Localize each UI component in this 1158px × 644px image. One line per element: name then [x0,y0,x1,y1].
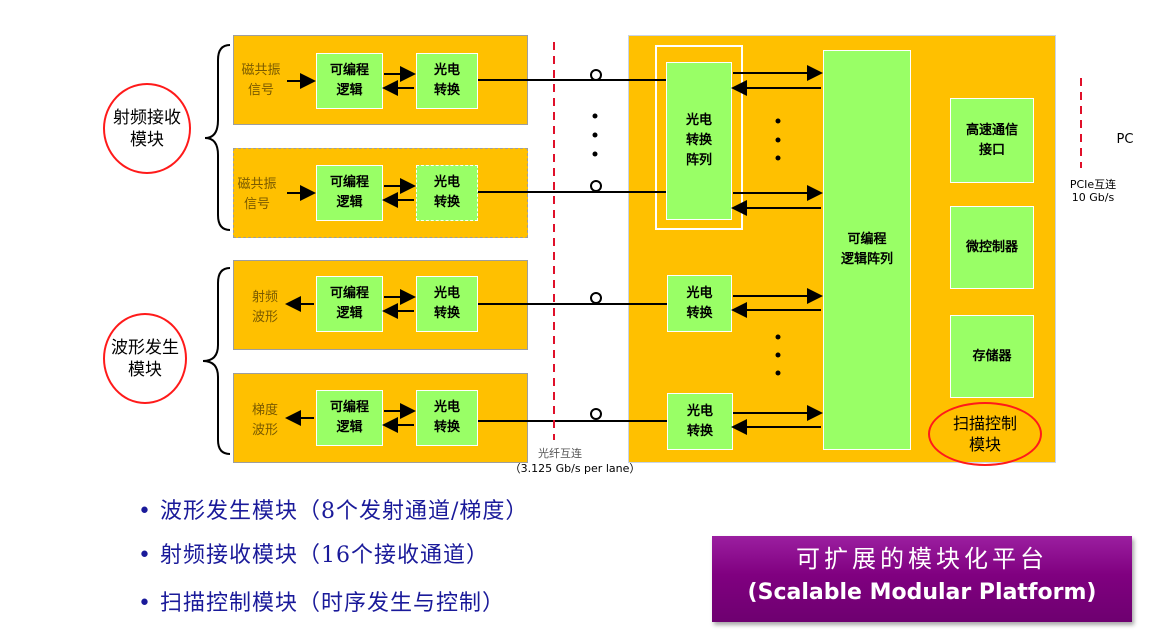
brace-waveform [202,267,231,455]
scan-control-module-label: 扫描控制 模块 [928,402,1042,466]
oe-converter-rx1: 光电 转换 [416,53,478,109]
signal-label-mr-2: 磁共振 信号 [237,177,277,212]
oe-converter-tx1: 光电 转换 [667,275,732,332]
oe-converter-grad: 光电 转换 [416,390,478,446]
pcie-label: PCIe互连 [1069,178,1117,191]
programmable-logic-grad: 可编程 逻辑 [316,390,383,446]
oe-array-frame [655,45,743,230]
bullet-receive: • 射频接收模块（16个接收通道） [138,543,489,568]
oe-converter-rf: 光电 转换 [416,276,478,332]
oe-converter-tx2: 光电 转换 [667,393,733,450]
high-speed-interface: 高速通信 接口 [950,98,1034,183]
pcie-rate: 10 Gb/s [1071,191,1115,204]
platform-banner: 可扩展的模块化平台 (Scalable Modular Platform) [712,536,1132,622]
bullet-waveform: • 波形发生模块（8个发射通道/梯度） [138,499,529,524]
memory: 存储器 [950,315,1034,398]
logic-oe-arrows [382,66,416,433]
signal-label-rf-wave: 射频 波形 [251,290,278,325]
programmable-logic-rx2: 可编程 逻辑 [316,165,383,221]
bullet-scan-control: • 扫描控制模块（时序发生与控制） [138,591,505,616]
banner-title-cn: 可扩展的模块化平台 [796,545,1048,573]
microcontroller: 微控制器 [950,206,1034,289]
pc-label: PC [1116,132,1134,147]
fpga-array: 可编程 逻辑阵列 [823,50,911,450]
oe-array: 光电 转换 阵列 [666,62,732,220]
signal-label-mr-1: 磁共振 信号 [241,63,281,98]
banner-title-en: (Scalable Modular Platform) [747,580,1097,605]
fiber-label: 光纤互连 [538,447,582,460]
bullet-scan-control-text: 扫描控制模块（时序发生与控制） [159,591,505,616]
receive-module-label: 射频接收 模块 [103,83,191,174]
bullet-waveform-text: 波形发生模块（8个发射通道/梯度） [159,499,529,524]
waveform-module-label: 波形发生 模块 [103,313,187,404]
programmable-logic-rx1: 可编程 逻辑 [316,53,383,109]
signal-label-grad-wave: 梯度 波形 [251,403,278,438]
fiber-rate: （3.125 Gb/s per lane） [509,462,641,475]
oe-converter-rx2: 光电 转换 [416,165,478,221]
brace-receive [204,44,231,231]
bullet-receive-text: 射频接收模块（16个接收通道） [159,543,489,568]
